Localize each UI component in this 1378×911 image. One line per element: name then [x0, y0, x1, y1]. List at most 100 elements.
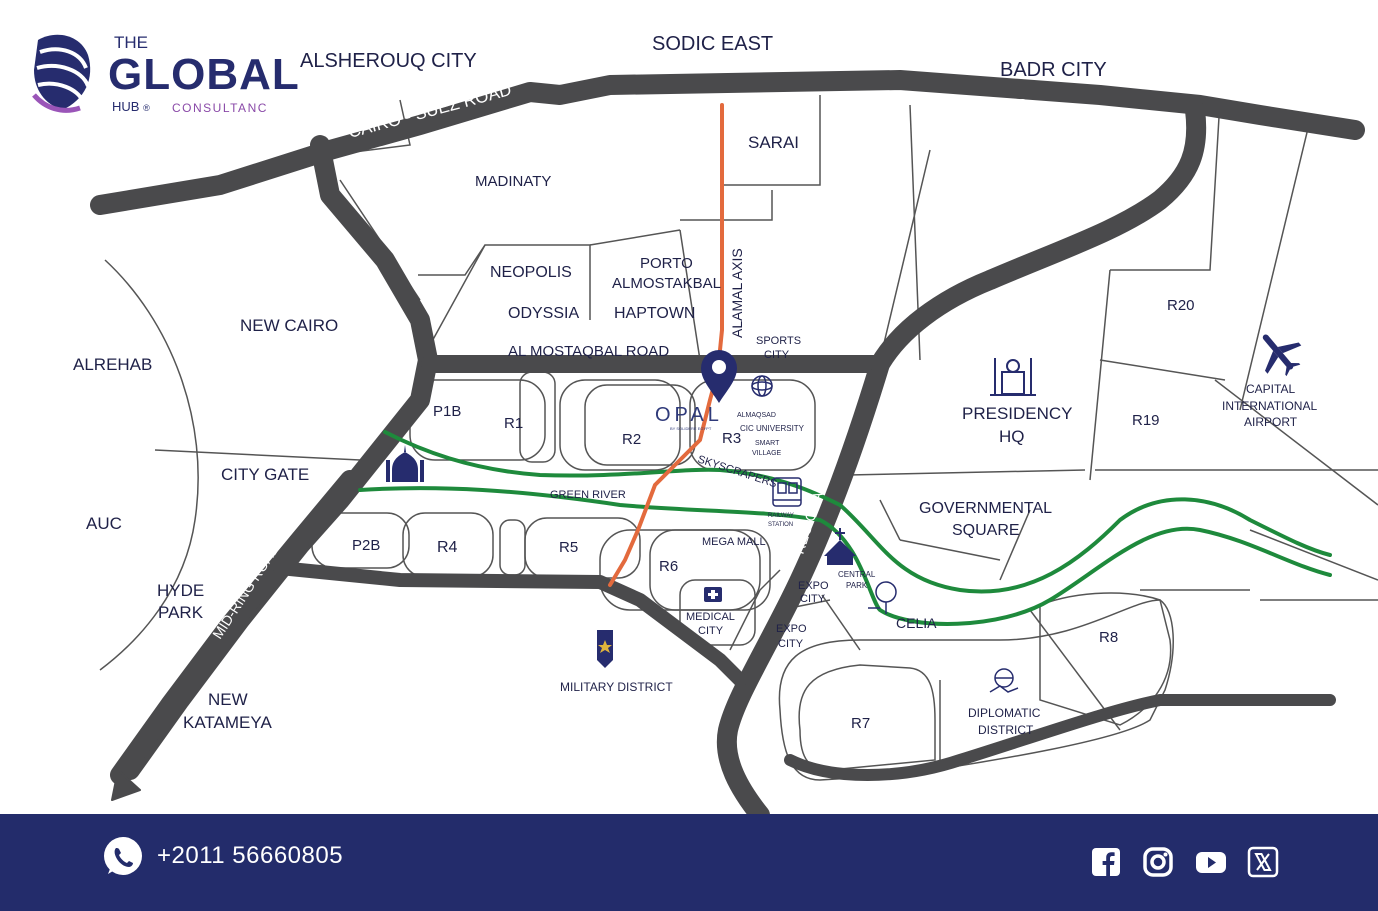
contact-footer: +2011 56660805 — [0, 814, 1378, 911]
youtube-icon[interactable] — [1195, 846, 1227, 878]
regional-ring-road — [716, 354, 890, 825]
church-icon — [824, 528, 856, 565]
label-gov-2: SQUARE — [952, 522, 1020, 539]
label-r5: R5 — [559, 539, 578, 556]
label-sarai: SARAI — [748, 133, 799, 152]
label-al-mostaqbal-road: AL MOSTAQBAL ROAD — [508, 343, 669, 360]
label-new-katameya-1: NEW — [208, 690, 248, 709]
label-smart-1: SMART — [755, 440, 780, 447]
label-r4: R4 — [437, 539, 458, 556]
logo-global: GLOBAL — [108, 50, 300, 99]
label-military: MILITARY DISTRICT — [560, 680, 673, 694]
label-p1b: P1B — [433, 403, 461, 420]
label-sodic-east: SODIC EAST — [652, 33, 773, 55]
train-icon — [772, 477, 802, 507]
sphere-icon — [751, 375, 773, 397]
label-expo-a-1: EXPO — [798, 580, 829, 592]
label-r1: R1 — [504, 415, 523, 432]
tree-icon — [868, 581, 897, 614]
district-blocks — [311, 371, 1174, 781]
cairo-suez-road — [90, 70, 1365, 215]
label-diplomatic-2: DISTRICT — [978, 723, 1034, 737]
mosque-icon — [386, 445, 424, 482]
logo-hub: HUB ® — [112, 99, 150, 114]
label-capital-3: AIRPORT — [1244, 415, 1298, 429]
label-alrehab: ALREHAB — [73, 355, 152, 374]
label-hyde-2: PARK — [158, 603, 204, 622]
x-icon[interactable] — [1247, 846, 1279, 878]
district-boundaries — [99, 95, 1378, 760]
label-almaqsad: ALMAQSAD — [737, 412, 776, 419]
label-capital-1: CAPITAL — [1246, 382, 1295, 396]
label-odyssia: ODYSSIA — [508, 305, 579, 322]
label-railway-1: RAILWAY — [768, 513, 794, 519]
label-green-river: GREEN RIVER — [550, 489, 626, 501]
label-sports-1: SPORTS — [756, 335, 801, 347]
phone-number[interactable]: +2011 56660805 — [157, 842, 344, 869]
label-r8: R8 — [1099, 629, 1118, 646]
label-medical-1: MEDICAL — [686, 611, 735, 623]
eastern-road — [784, 694, 1336, 781]
medical-kit-icon — [704, 587, 722, 602]
handshake-globe-icon — [989, 668, 1019, 693]
label-medical-2: CITY — [698, 625, 724, 637]
label-neopolis: NEOPOLIS — [490, 264, 572, 281]
military-badge-icon — [597, 630, 613, 668]
cairo-suez-branch — [120, 135, 438, 780]
label-r7: R7 — [851, 715, 870, 732]
label-central-1: CENTRAL — [838, 570, 876, 579]
label-skyscrapers: SKYSCRAPERS — [696, 453, 778, 490]
label-alamal-axis: ALAMAL AXIS — [729, 248, 745, 338]
logo-consultanc: CONSULTANC — [172, 101, 268, 115]
facebook-icon[interactable] — [1090, 846, 1122, 878]
location-pin-icon — [701, 350, 737, 403]
label-city-gate: CITY GATE — [221, 465, 309, 484]
label-expo-b-2: CITY — [778, 638, 804, 650]
label-expo-a-2: CITY — [800, 593, 826, 605]
label-smart-2: VILLAGE — [752, 450, 782, 457]
label-r6: R6 — [659, 558, 678, 575]
label-madinaty: MADINATY — [475, 173, 551, 190]
logo-the: THE — [114, 33, 148, 52]
label-capital-2: INTERNATIONAL — [1222, 399, 1317, 413]
mid-ring-road — [110, 470, 360, 785]
label-central-2: PARK — [846, 581, 868, 590]
label-hyde-1: HYDE — [157, 581, 204, 600]
presidency-palace-icon — [990, 358, 1036, 396]
label-mega-mall: MEGA MALL — [702, 536, 766, 548]
label-presidency-1: PRESIDENCY — [962, 404, 1073, 423]
whatsapp-icon[interactable] — [100, 834, 146, 880]
label-celia: CELIA — [896, 615, 937, 631]
label-expo-b-1: EXPO — [776, 623, 807, 635]
label-alsherouq-city: ALSHEROUQ CITY — [300, 50, 477, 72]
label-opal-sub: BY SOLIDERE EGYPT — [670, 426, 712, 431]
label-porto-2: ALMOSTAKBAL — [612, 275, 721, 292]
label-r20: R20 — [1167, 297, 1195, 314]
label-new-katameya-2: KATAMEYA — [183, 713, 272, 732]
label-gov-1: GOVERNMENTAL — [919, 500, 1052, 517]
regional-ring-road-north — [870, 100, 1207, 374]
label-r19: R19 — [1132, 412, 1160, 429]
label-opal: OPAL — [655, 404, 723, 426]
label-cic: CIC UNIVERSITY — [740, 424, 805, 433]
label-presidency-2: HQ — [999, 427, 1025, 446]
label-railway-2: STATION — [768, 522, 793, 528]
brand-logo-icon — [32, 34, 91, 113]
label-haptown: HAPTOWN — [614, 305, 695, 322]
label-r2: R2 — [622, 431, 641, 448]
label-p2b: P2B — [352, 537, 380, 554]
label-auc: AUC — [86, 514, 122, 533]
alamal-axis — [608, 103, 724, 587]
main-roads — [90, 70, 1365, 825]
label-r3: R3 — [722, 430, 741, 447]
southern-road — [273, 561, 747, 687]
label-porto-1: PORTO — [640, 255, 693, 272]
label-badr-city: BADR CITY — [1000, 59, 1107, 81]
label-new-cairo: NEW CAIRO — [240, 316, 338, 335]
label-sports-2: CITY — [764, 349, 790, 361]
airplane-icon — [1262, 334, 1302, 377]
instagram-icon[interactable] — [1142, 846, 1174, 878]
label-diplomatic-1: DIPLOMATIC — [968, 706, 1041, 720]
